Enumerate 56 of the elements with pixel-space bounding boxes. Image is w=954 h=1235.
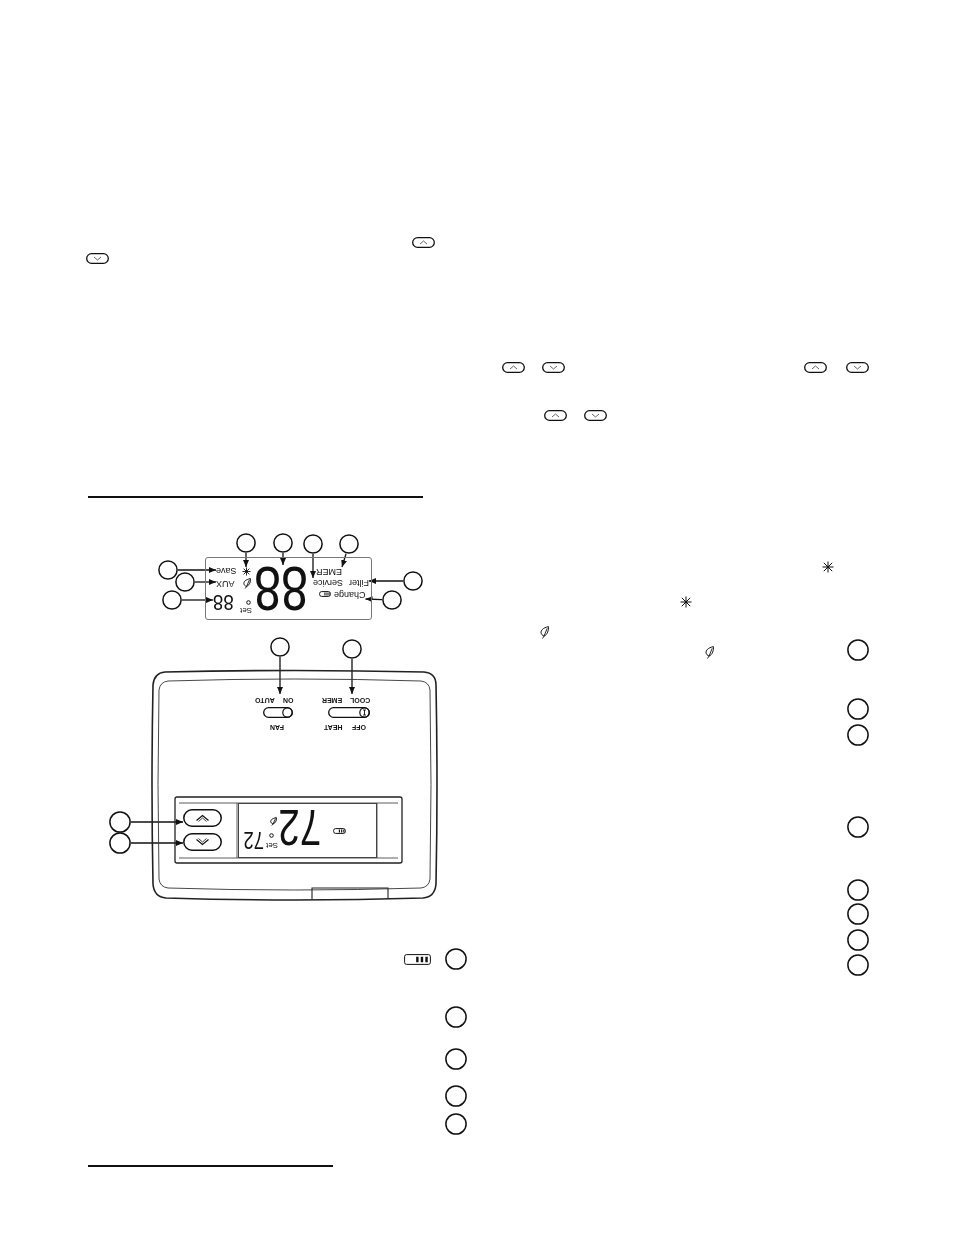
- callout-circle: [236, 533, 256, 553]
- callout-circle: [445, 1048, 467, 1070]
- callout-circle: [445, 1113, 467, 1135]
- lcd-digits: 72: [277, 807, 321, 845]
- leader-arrow: [368, 578, 404, 584]
- lcd-label: Change: [334, 590, 366, 599]
- callout-circle: [158, 560, 178, 580]
- callout-circle: [303, 534, 323, 554]
- leader-arrow: [130, 840, 184, 846]
- leader-arrow: [341, 552, 347, 568]
- callout-circle: [445, 1006, 467, 1028]
- callout-circle: [847, 929, 869, 951]
- up-arrow-button: [183, 809, 222, 827]
- callout-circle: [382, 590, 402, 610]
- lcd-label: Service: [313, 578, 343, 587]
- leader-arrow: [349, 658, 355, 695]
- lcd-label: Set: [240, 606, 252, 614]
- leader-arrow: [310, 553, 316, 579]
- leader-arrow: [277, 656, 283, 695]
- lcd-screen: [238, 803, 377, 858]
- leader-arrow: [194, 579, 217, 585]
- lcd-label: EMER: [316, 567, 342, 576]
- callout-circle: [847, 954, 869, 976]
- leader-arrow: [280, 552, 286, 566]
- lcd-label: Set: [266, 841, 278, 849]
- callout-circle: [445, 1085, 467, 1107]
- callout-circle: [847, 639, 869, 661]
- callout-circle: [162, 590, 182, 610]
- leader-arrow: [130, 819, 184, 825]
- callout-circle: [847, 698, 869, 720]
- callout-circle: [847, 724, 869, 746]
- leader-arrow: [364, 596, 383, 603]
- lcd-digits: 88: [213, 593, 234, 610]
- callout-circle: [270, 637, 290, 657]
- callout-circle: [109, 832, 131, 854]
- leader-arrow: [177, 567, 217, 573]
- lcd-digits: 88: [254, 565, 308, 613]
- callout-circle: [109, 811, 131, 833]
- leader-arrow: [181, 597, 214, 603]
- callout-circle: [847, 903, 869, 925]
- lcd-label: Filter: [349, 578, 369, 587]
- leader-arrow: [243, 552, 249, 568]
- lcd-label: Save: [216, 566, 237, 575]
- down-arrow-button: [183, 833, 222, 851]
- lcd-digits: 72: [243, 831, 265, 849]
- callout-circle: [847, 879, 869, 901]
- callout-circle: [342, 639, 362, 659]
- callout-circle: [339, 534, 359, 554]
- callout-circle: [273, 533, 293, 553]
- snowflake-icon: [242, 567, 251, 576]
- callout-circle: [445, 948, 467, 970]
- callout-circle: [175, 572, 195, 592]
- callout-circle: [847, 816, 869, 838]
- lcd-panel: [205, 557, 372, 620]
- lcd-label: AUX: [216, 579, 235, 588]
- callout-circle: [403, 571, 423, 591]
